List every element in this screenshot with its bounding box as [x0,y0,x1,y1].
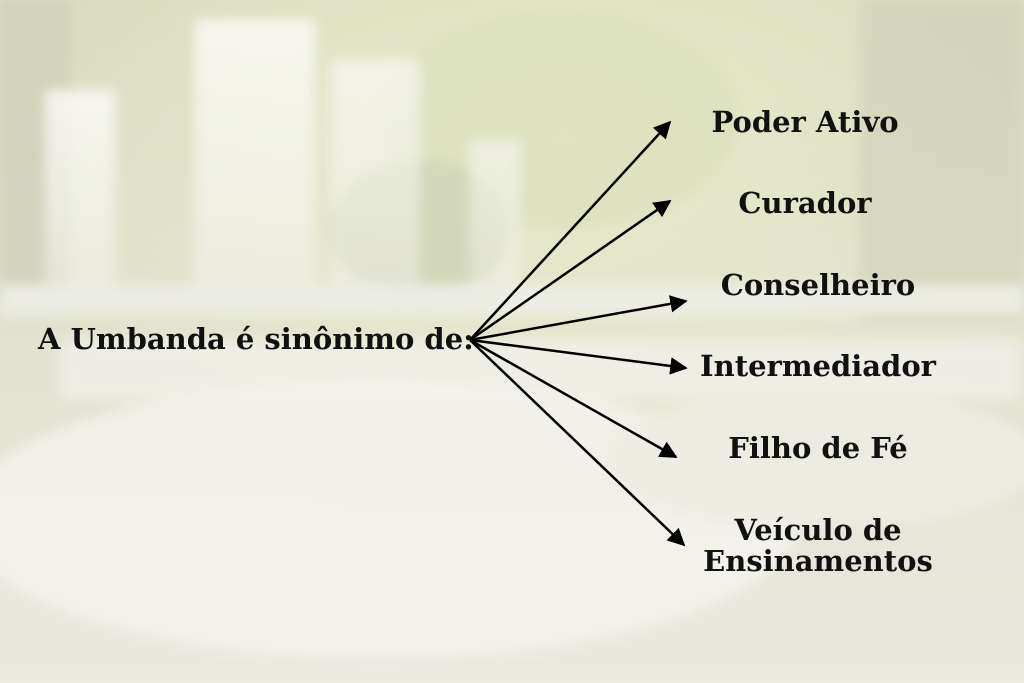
arrow-veiculo-de-ensinamentos [469,339,686,547]
arrow-poder-ativo [469,120,672,341]
target-label-curador: Curador [738,186,872,220]
arrow-conselheiro [469,295,688,342]
arrow-curador [469,199,672,342]
target-label-poder-ativo: Poder Ativo [711,105,899,139]
arrow-filho-de-fe [469,338,678,459]
target-label-line2: Ensinamentos [703,544,933,579]
target-label-intermediador: Intermediador [700,349,936,383]
source-label: A Umbanda é sinônimo de: [38,322,474,356]
target-label-filho-de-fe: Filho de Fé [728,431,908,465]
target-label-line1: Veículo de [734,513,902,547]
arrow-intermediador [469,338,688,375]
target-label-veiculo-de-ensinamentos: Veículo de Ensinamentos [688,513,948,579]
target-label-conselheiro: Conselheiro [720,268,916,302]
